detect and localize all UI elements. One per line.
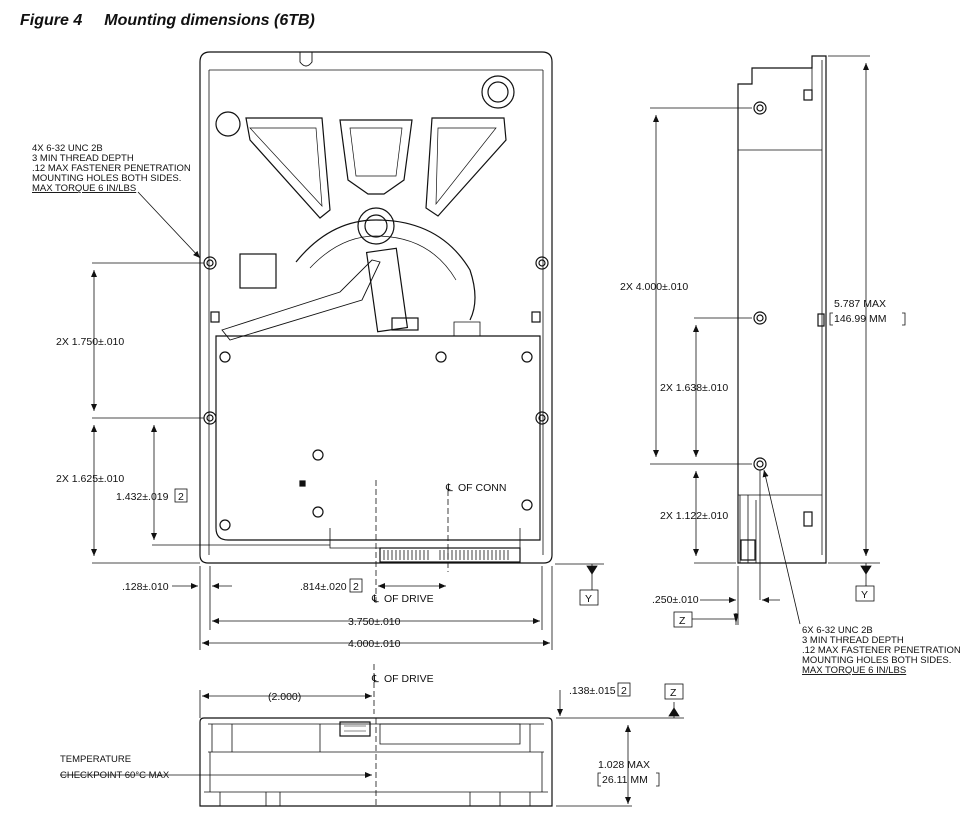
dim-height-max-mm: 26.11 MM <box>602 774 648 786</box>
note-line: MOUNTING HOLES BOTH SIDES. <box>802 655 951 666</box>
pcb-outline <box>215 335 541 541</box>
dim-conn-offset: 1.432±.019 <box>116 491 169 503</box>
figure-title: Figure 4 Mounting dimensions (6TB) <box>20 12 315 30</box>
figure-caption: Mounting dimensions (6TB) <box>104 12 315 29</box>
front-view <box>199 664 553 807</box>
ref-box: 2 <box>178 491 184 503</box>
drive-outline <box>199 51 553 564</box>
dim-front-offset: .138±.015 <box>569 685 616 697</box>
dim-drive-cl-offset: .814±.020 <box>300 581 347 593</box>
side-view <box>737 55 827 564</box>
cl-drive-front-label: OF DRIVE <box>384 673 434 685</box>
datum-y: Y <box>585 593 592 605</box>
temp-note-line: TEMPERATURE <box>60 754 131 765</box>
cl-conn-label: OF CONN <box>458 482 506 494</box>
cl-drive-label: OF DRIVE <box>384 593 434 605</box>
ref-box: 2 <box>621 685 627 697</box>
note-line: MAX TORQUE 6 IN/LBS <box>802 665 906 676</box>
mount-hole <box>535 256 549 270</box>
note-line: MAX TORQUE 6 IN/LBS <box>32 183 136 194</box>
temp-note-line: CHECKPOINT 60°C MAX <box>60 770 170 781</box>
mount-hole <box>203 256 217 270</box>
side-mount-hole <box>753 311 767 325</box>
dim-front-width: (2.000) <box>268 691 301 703</box>
side-dims <box>650 55 880 625</box>
dim-length-max: 5.787 MAX <box>834 298 886 310</box>
dim-side-spacing-low: 2X 1.122±.010 <box>660 510 728 522</box>
dim-height-max: 1.028 MAX <box>598 759 650 771</box>
dim-hole-spacing-lower: 2X 1.625±.010 <box>56 473 124 485</box>
note-line: 3 MIN THREAD DEPTH <box>32 153 134 164</box>
note-line: 3 MIN THREAD DEPTH <box>802 635 904 646</box>
side-mount-hole <box>753 457 767 471</box>
cl-symbol: ℄ <box>371 673 379 685</box>
dim-width-holes: 3.750±.010 <box>348 616 401 628</box>
ref-box: 2 <box>353 581 359 593</box>
dim-length-max-mm: 146.99 MM <box>834 313 887 325</box>
note-line: MOUNTING HOLES BOTH SIDES. <box>32 173 181 184</box>
dim-hole-spacing-upper: 2X 1.750±.010 <box>56 336 124 348</box>
cl-symbol: ℄ <box>371 593 379 605</box>
bottom-view <box>199 51 553 564</box>
cl-symbol: ℄ <box>445 482 453 494</box>
note-line: 6X 6-32 UNC 2B <box>802 625 873 636</box>
dim-edge-offset: .128±.010 <box>122 581 169 593</box>
datum-z-front: Z <box>670 687 677 699</box>
datum-z: Z <box>679 615 686 627</box>
dim-side-spacing-mid: 2X 1.638±.010 <box>660 382 728 394</box>
front-labels: (2.000) ℄ OF DRIVE .138±.015 2 Z 1.028 M… <box>60 673 684 787</box>
front-dims <box>60 690 684 807</box>
dim-width-total: 4.000±.010 <box>348 638 401 650</box>
dim-side-spacing-total: 2X 4.000±.010 <box>620 281 688 293</box>
note-line: 4X 6-32 UNC 2B <box>32 143 103 154</box>
note-line: .12 MAX FASTENER PENETRATION <box>32 163 191 174</box>
datum-y-side: Y <box>861 589 868 601</box>
bottom-dims <box>91 191 604 650</box>
note-line: .12 MAX FASTENER PENETRATION <box>802 645 961 656</box>
mount-hole <box>203 411 217 425</box>
mount-hole <box>535 411 549 425</box>
bottom-labels: 4X 6-32 UNC 2B 3 MIN THREAD DEPTH .12 MA… <box>32 143 599 650</box>
side-mount-hole <box>753 101 767 115</box>
side-labels: 2X 4.000±.010 2X 1.638±.010 2X 1.122±.01… <box>620 281 961 676</box>
figure-number: Figure 4 <box>20 12 83 29</box>
dim-side-edge-offset: .250±.010 <box>652 594 699 606</box>
